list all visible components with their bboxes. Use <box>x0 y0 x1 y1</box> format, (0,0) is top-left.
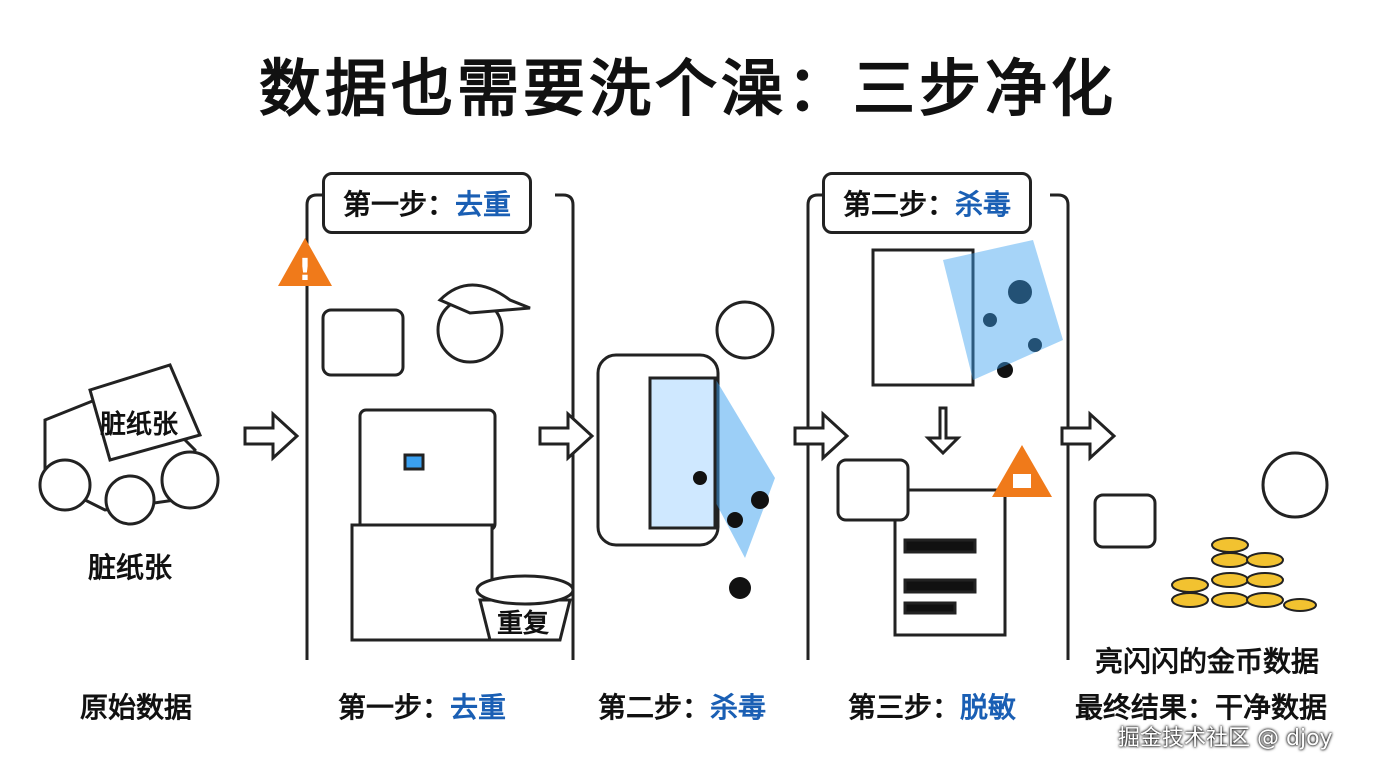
bottom-label-raw: 原始数据 <box>80 691 193 724</box>
step3-highlight: 脱敏 <box>960 691 1017 724</box>
step3-title-prefix: 第二步： <box>843 188 956 221</box>
antivirus-scanner <box>596 300 775 558</box>
watermark: 掘金技术社区 @ djoy <box>1118 726 1333 751</box>
arrow-icon <box>243 410 300 462</box>
step3-prefix: 第三步： <box>848 691 961 724</box>
result-caption: 亮闪闪的金币数据 <box>1095 645 1320 678</box>
raw-caption: 脏纸张 <box>88 551 173 584</box>
step1-highlight: 去重 <box>450 691 507 724</box>
bottom-label-step2: 第二步：杀毒 <box>598 686 766 726</box>
bin-label: 重复 <box>497 609 550 639</box>
step1-title-highlight: 去重 <box>455 188 512 221</box>
step1-prefix: 第一步： <box>338 691 451 724</box>
svg-text:!: ! <box>298 253 312 288</box>
step2-highlight: 杀毒 <box>710 691 767 724</box>
bottom-label-step3: 第三步：脱敏 <box>848 686 1016 726</box>
person <box>1261 451 1329 519</box>
bottom-label-step1: 第一步：去重 <box>338 686 506 726</box>
page-title: 数据也需要洗个澡：三步净化 <box>258 52 1117 125</box>
lock-warning-icon <box>992 445 1052 497</box>
step3-title-box: 第二步：杀毒 <box>822 172 1033 234</box>
gold-coins <box>1171 537 1317 612</box>
step3-bracket <box>806 193 1070 660</box>
step3-title-highlight: 杀毒 <box>955 188 1012 221</box>
robot <box>1093 493 1157 549</box>
paper-label: 脏纸张 <box>100 410 179 440</box>
step1-title-box: 第一步：去重 <box>322 172 533 234</box>
dirty-papers <box>38 363 220 526</box>
warning-icon <box>278 238 332 286</box>
virus-icon <box>693 280 1042 599</box>
step1-title-prefix: 第一步： <box>343 188 456 221</box>
step1-bracket <box>305 193 575 660</box>
arrow-icon <box>538 410 595 462</box>
arrow-icon <box>793 410 850 462</box>
step2-prefix: 第二步： <box>598 691 711 724</box>
masking-machine <box>836 240 1063 637</box>
arrow-icon <box>1060 410 1117 462</box>
dedup-machine <box>321 283 575 642</box>
bottom-label-result: 最终结果：干净数据 <box>1075 691 1328 724</box>
